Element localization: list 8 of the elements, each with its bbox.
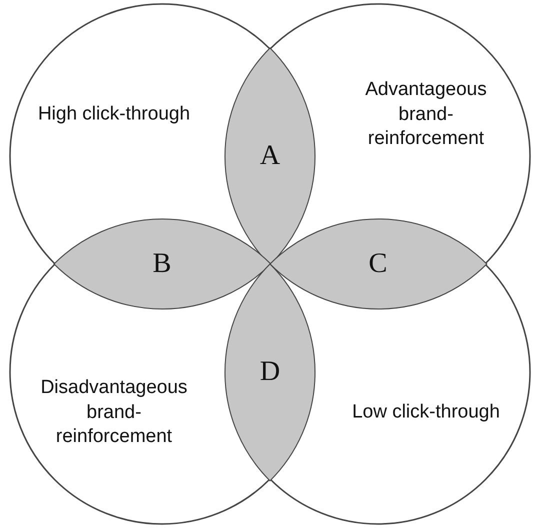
- overlap-letter: D: [260, 356, 280, 388]
- overlap-letter: B: [152, 248, 172, 280]
- region-label: Advantageous brand-reinforcement: [364, 78, 488, 152]
- overlap-letter: A: [260, 140, 280, 172]
- region-label: Disadvantageous brand-reinforcement: [40, 376, 188, 450]
- region-label: Low click-through: [351, 400, 501, 425]
- overlap-letter: C: [368, 248, 388, 280]
- region-label: High click-through: [36, 102, 192, 127]
